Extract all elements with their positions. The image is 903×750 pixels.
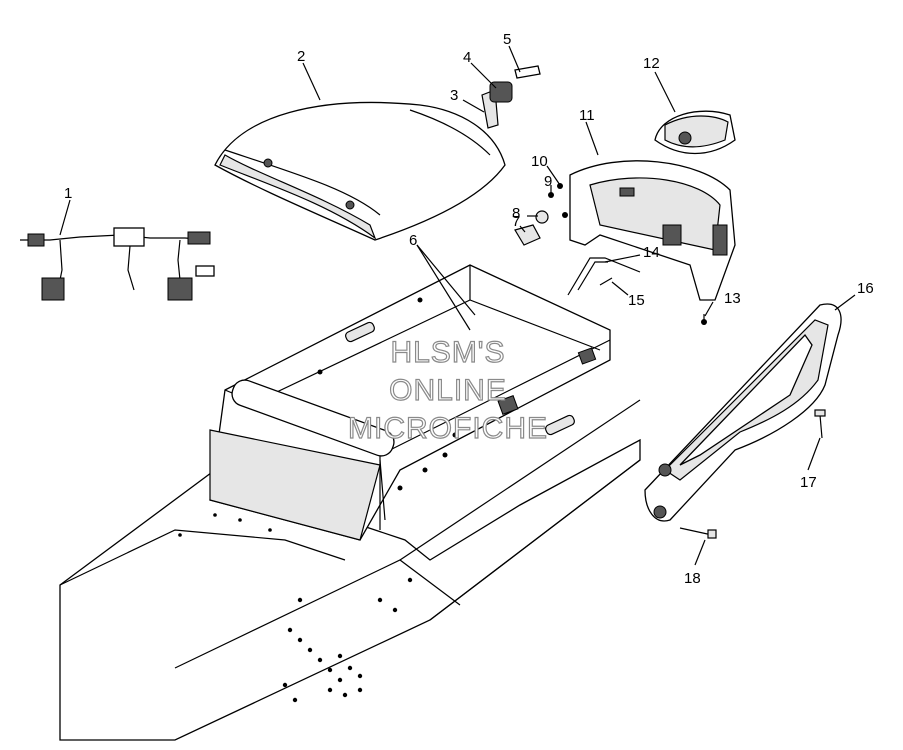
callout-12: 12 [643,55,660,72]
callout-10: 10 [531,153,548,170]
callout-3: 3 [450,87,458,104]
wiring-harness [20,227,215,301]
callout-5: 5 [503,31,511,48]
callout-2: 2 [297,48,305,65]
cover-lid [214,101,506,241]
watermark-line-1: HLSM'S [390,336,505,369]
tail-light [654,110,736,155]
watermark: HLSM'S ONLINE MICROFICHE [347,335,548,445]
callout-14: 14 [643,244,660,261]
callout-8: 8 [512,205,520,222]
callout-7: 7 [512,213,520,230]
callout-labels: 1 2 3 4 5 6 7 8 9 10 11 12 13 14 15 16 1… [64,31,874,587]
tunnel-rivets [178,513,413,703]
watermark-line-3: MICROFICHE [348,412,548,445]
callout-11: 11 [579,107,595,124]
callout-9: 9 [544,173,552,190]
screws [679,409,826,539]
latch-lock-key [481,65,541,129]
callout-4: 4 [463,49,471,66]
rear-housing [569,160,736,301]
callout-1: 1 [64,185,72,202]
watermark-line-2: ONLINE [389,374,507,407]
callout-16: 16 [857,280,874,297]
callout-17: 17 [800,474,817,491]
brackets-fasteners [567,257,707,325]
storage-box-frame [209,264,611,541]
leader-lines [59,45,856,566]
callout-6: 6 [409,232,417,249]
callout-18: 18 [684,570,701,587]
side-panel [644,303,842,522]
small-hardware [514,183,583,246]
callout-13: 13 [724,290,741,307]
callout-15: 15 [628,292,645,309]
